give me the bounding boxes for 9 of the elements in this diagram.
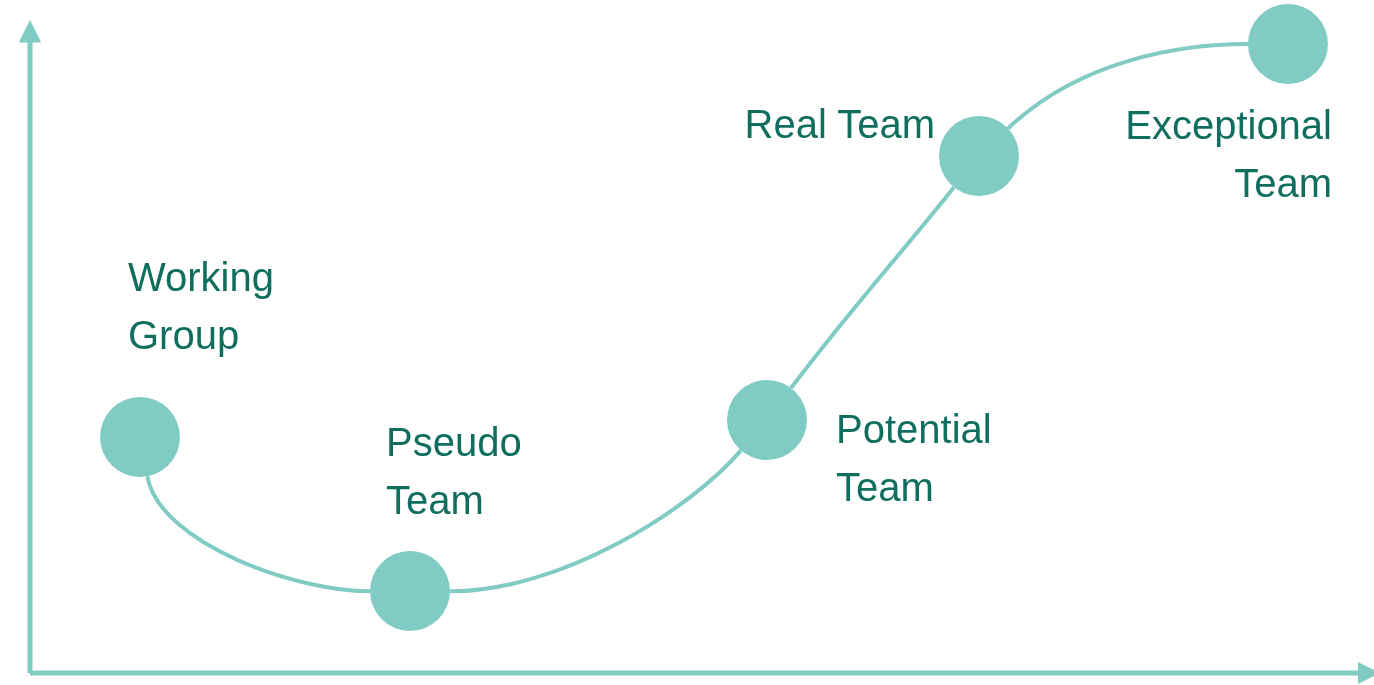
curve-connector	[1006, 42, 1249, 130]
stage-label: Pseudo Team	[386, 419, 523, 524]
curve-connector	[789, 186, 956, 390]
stage-label: Working Group	[128, 254, 275, 359]
curve-connector	[145, 475, 371, 594]
stage-label: Real Team	[743, 101, 935, 148]
curve-connector	[449, 449, 743, 594]
stage-label: Exceptional Team	[1124, 102, 1332, 207]
stage-label: Potential Team	[836, 406, 993, 511]
